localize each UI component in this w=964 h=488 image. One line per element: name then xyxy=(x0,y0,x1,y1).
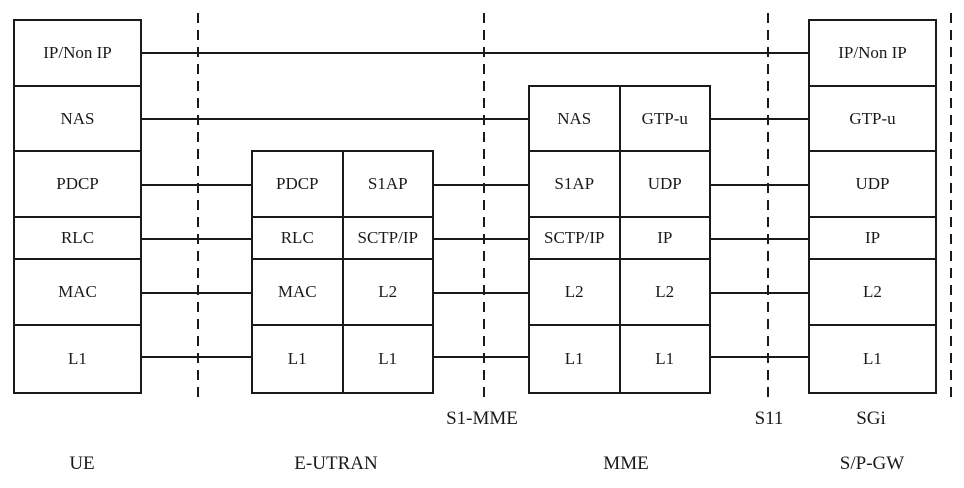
eutran-right-layer-l2: L2 xyxy=(343,260,432,324)
mme-left-layer-s1ap: S1AP xyxy=(530,152,621,216)
dashed-line-sgi-interface xyxy=(950,13,952,401)
spgw-layer-l2: L2 xyxy=(810,260,935,324)
eutran-left-layer-mac: MAC xyxy=(253,260,344,324)
mme-right-layer-l1: L1 xyxy=(620,326,709,392)
interface-label-s1-mme: S1-MME xyxy=(446,408,518,429)
interface-label-s11: S11 xyxy=(754,408,784,429)
mme-right-layer-udp: UDP xyxy=(620,152,709,216)
ue-layer-l1: L1 xyxy=(15,326,140,392)
mme-right-layer-ip: IP xyxy=(620,218,709,258)
connector-udp xyxy=(709,184,808,186)
connector-mac xyxy=(141,292,251,294)
mme-stack-box: NAS GTP-u S1AP UDP SCTP/IP IP L2 L2 L1 L… xyxy=(528,85,711,394)
ue-stack-box: IP/Non IP NAS PDCP RLC MAC L1 xyxy=(13,19,142,394)
mme-left-layer-sctp-ip: SCTP/IP xyxy=(530,218,621,258)
spgw-layer-ip: IP xyxy=(810,218,935,258)
ue-layer-nas: NAS xyxy=(15,87,140,150)
mme-right-layer-gtp-u: GTP-u xyxy=(620,87,709,150)
dashed-line-s11-interface xyxy=(767,13,769,401)
entity-label-eutran: E-UTRAN xyxy=(294,453,378,474)
connector-gtp-u xyxy=(709,118,808,120)
spgw-layer-ip-non-ip: IP/Non IP xyxy=(810,21,935,85)
ue-layer-rlc: RLC xyxy=(15,218,140,258)
entity-label-spgw: S/P-GW xyxy=(839,453,905,474)
mme-left-layer-nas: NAS xyxy=(530,87,621,150)
eutran-right-layer-l1: L1 xyxy=(343,326,432,392)
connector-s1ap xyxy=(432,184,528,186)
interface-label-sgi: SGi xyxy=(856,408,886,429)
connector-sctp-ip xyxy=(432,238,528,240)
ue-layer-pdcp: PDCP xyxy=(15,152,140,216)
mme-right-layer-l2: L2 xyxy=(620,260,709,324)
connector-l1-left xyxy=(141,356,251,358)
spgw-layer-gtp-u: GTP-u xyxy=(810,87,935,150)
spgw-layer-l1: L1 xyxy=(810,326,935,392)
connector-l1-right xyxy=(709,356,808,358)
spgw-stack-box: IP/Non IP GTP-u UDP IP L2 L1 xyxy=(808,19,937,394)
connector-ip-non-ip xyxy=(141,52,808,54)
spgw-layer-udp: UDP xyxy=(810,152,935,216)
connector-rlc xyxy=(141,238,251,240)
eutran-left-layer-pdcp: PDCP xyxy=(253,152,344,216)
eutran-right-layer-sctp-ip: SCTP/IP xyxy=(343,218,432,258)
dashed-line-s1-mme-interface xyxy=(483,13,485,401)
ue-layer-ip-non-ip: IP/Non IP xyxy=(15,21,140,85)
mme-left-layer-l1: L1 xyxy=(530,326,621,392)
connector-l2-right xyxy=(709,292,808,294)
connector-l1-mid xyxy=(432,356,528,358)
dashed-line-uu-interface xyxy=(197,13,199,401)
eutran-left-layer-l1: L1 xyxy=(253,326,344,392)
connector-ip xyxy=(709,238,808,240)
entity-label-mme: MME xyxy=(603,453,649,474)
eutran-left-layer-rlc: RLC xyxy=(253,218,344,258)
ue-layer-mac: MAC xyxy=(15,260,140,324)
connector-nas xyxy=(141,118,528,120)
eutran-stack-box: PDCP S1AP RLC SCTP/IP MAC L2 L1 L1 xyxy=(251,150,434,394)
eutran-right-layer-s1ap: S1AP xyxy=(343,152,432,216)
entity-label-ue: UE xyxy=(69,453,95,474)
connector-pdcp xyxy=(141,184,251,186)
connector-l2-mid xyxy=(432,292,528,294)
mme-left-layer-l2: L2 xyxy=(530,260,621,324)
